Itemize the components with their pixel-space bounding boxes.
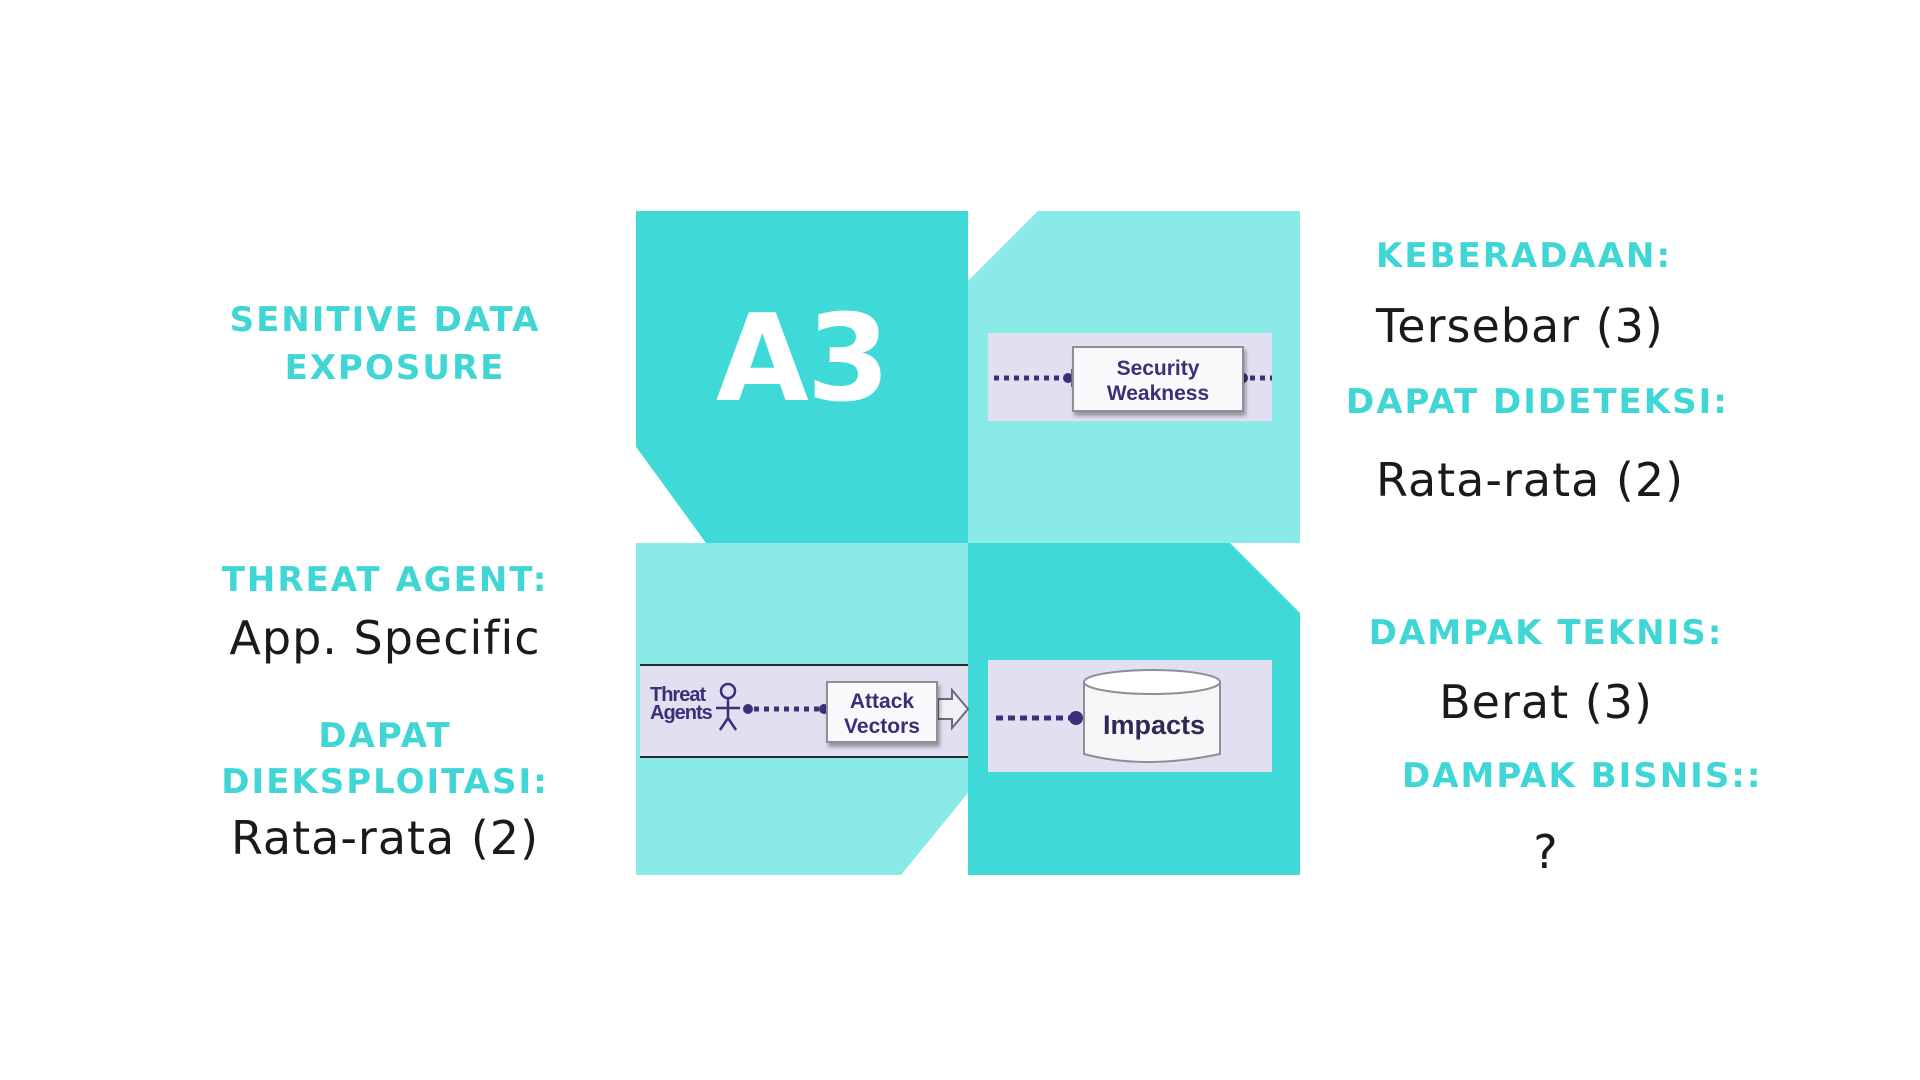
security-weakness-line-1: Security bbox=[1116, 357, 1200, 380]
threat-agents-label: Threat Agents bbox=[650, 684, 713, 724]
person-icon bbox=[716, 682, 740, 731]
impacts-connector bbox=[996, 669, 1221, 763]
exploitability-label-line-1: DAPAT bbox=[318, 716, 452, 756]
security-weakness-box: Security Weakness bbox=[1072, 346, 1244, 412]
detectability-label: DAPAT DIDETEKSI: bbox=[1346, 382, 1729, 422]
attack-vectors-box: Attack Vectors bbox=[826, 681, 938, 743]
prevalence-value: Tersebar (3) bbox=[1376, 299, 1664, 353]
attack-vectors-line-1: Attack bbox=[849, 690, 915, 713]
technical-impact-value: Berat (3) bbox=[1439, 675, 1653, 729]
prevalence-label: KEBERADAAN: bbox=[1376, 236, 1673, 276]
business-impact-label: DAMPAK BISNIS:: bbox=[1402, 756, 1763, 796]
threat-agents-line-2: Agents bbox=[650, 702, 713, 724]
connector-dot-agent bbox=[743, 704, 753, 714]
risk-title-line-1: SENITIVE DATA bbox=[229, 300, 541, 340]
arrow-icon bbox=[937, 687, 970, 731]
technical-impact-label: DAMPAK TEKNIS: bbox=[1368, 613, 1724, 653]
connector-dot-impacts bbox=[1069, 711, 1083, 725]
threat-agent-value: App. Specific bbox=[229, 611, 541, 665]
detectability-value: Rata-rata (2) bbox=[1376, 453, 1685, 507]
attack-vector-connector bbox=[716, 682, 970, 731]
threat-agent-label: THREAT AGENT: bbox=[221, 560, 549, 600]
exploitability-value: Rata-rata (2) bbox=[230, 811, 540, 865]
security-weakness-line-2: Weakness bbox=[1106, 382, 1210, 405]
risk-code: A3 bbox=[715, 290, 890, 429]
exploitability-label-line-2: DIEKSPLOITASI: bbox=[221, 762, 549, 802]
business-impact-value: ? bbox=[1533, 825, 1559, 879]
tile-top-left bbox=[636, 211, 968, 543]
connector-dot-left bbox=[1063, 373, 1073, 383]
attack-vectors-line-2: Vectors bbox=[844, 715, 920, 738]
threat-agents-line-1: Threat bbox=[650, 684, 706, 706]
impacts-label: Impacts bbox=[1102, 710, 1206, 740]
database-cylinder-icon bbox=[1083, 669, 1221, 763]
risk-title-line-2: EXPOSURE bbox=[284, 348, 506, 388]
